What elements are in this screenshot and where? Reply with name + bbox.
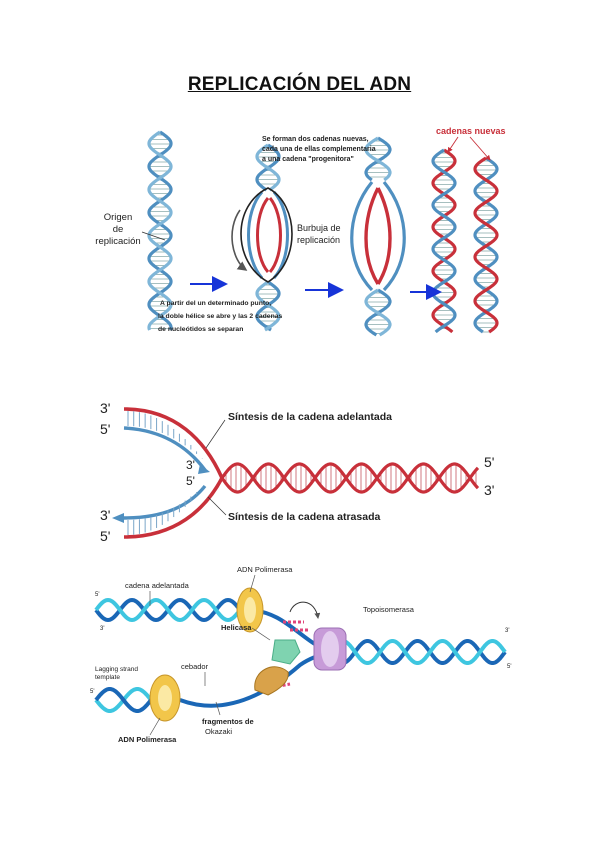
leading-strand-label: cadena adelantada	[125, 581, 190, 590]
bubble-large-new-right	[376, 187, 392, 285]
bubble-small-new-right	[268, 197, 282, 273]
strand-end-5-right: 5'	[507, 664, 511, 670]
bubble-large-parent-left	[350, 180, 374, 292]
strand-end-5-left: 5'	[90, 689, 94, 695]
bottom-note-line3: de nucleótidos se separan	[158, 326, 243, 333]
leading-duplex-strand-a	[94, 597, 251, 623]
fork-end-right-5: 5'	[484, 454, 494, 470]
parent-duplex-strand-b	[328, 639, 507, 665]
bottom-note-line2: la doble hélice se abre y las 2 cadenas	[158, 313, 283, 320]
helix-daughter-right-strand-a	[473, 156, 499, 334]
okazaki-label-line1: fragmentos de	[202, 717, 254, 726]
bubble-label-line1: Burbuja de	[297, 223, 341, 233]
fork-end-top-5: 5'	[100, 421, 110, 437]
fork-end-bottom-3: 3'	[100, 507, 110, 523]
origin-pointer	[141, 231, 166, 241]
helix-large-bottom-strand-b	[364, 288, 392, 337]
dna-helix-daughter-right	[473, 156, 499, 334]
new-chains-note-line2: cada una de ellas complementaria	[262, 146, 376, 153]
lagging-template-line2: template	[95, 674, 120, 681]
okazaki-pointer	[215, 701, 221, 716]
dna-helix-bubble-large	[350, 136, 406, 337]
fork-leading-strand	[123, 426, 207, 472]
rotation-arrow	[289, 601, 321, 619]
parent-duplex-strand-a	[328, 639, 507, 665]
helix-daughter-right-strand-b	[473, 156, 499, 334]
leading-duplex-strand-b	[94, 597, 251, 623]
lagging-synthesis-label: Síntesis de la cadena atrasada	[228, 511, 380, 523]
fork-bottom-parent-strand	[123, 477, 224, 539]
bubble-small-new-left	[256, 197, 270, 273]
adn-polimerasa-bottom-label: ADN Polimerasa	[118, 735, 177, 744]
cebador-label: cebador	[181, 662, 209, 671]
adn-polimerasa-top-label: ADN Polimerasa	[237, 565, 293, 574]
helix-large-top-strand-a	[364, 136, 392, 182]
figure-replication-fork: 3' 5' 3' 5' 3' 5' 5' 3' Síntesis de la c…	[100, 400, 494, 544]
fork-mid-3: 3'	[186, 458, 195, 472]
origin-label-line3: replicación	[95, 236, 140, 247]
adn-polimerasa-bottom-pointer	[149, 717, 161, 736]
helix-small-bottom-strand-a	[255, 280, 281, 332]
lagging-label-pointer	[207, 496, 227, 516]
dna-helix-parent	[147, 130, 173, 331]
leading-arrowhead	[198, 464, 210, 474]
lagging-template-line1: Lagging strand	[95, 666, 138, 673]
bubble-small-parent-left	[247, 190, 264, 280]
leading-synthesis-label: Síntesis de la cadena adelantada	[228, 411, 392, 423]
okazaki-label-line2: Okazaki	[205, 727, 232, 736]
fork-mid-5: 5'	[186, 474, 195, 488]
fork-lagging-strand	[123, 484, 207, 520]
lagging-arrowhead	[112, 513, 124, 523]
replication-bubble-outline	[240, 187, 293, 283]
helix-small-bottom-strand-b	[255, 280, 281, 332]
helicase	[271, 639, 301, 665]
fork-end-bottom-5: 5'	[100, 528, 110, 544]
leading-label-pointer	[205, 419, 226, 449]
origin-label-line2: de	[113, 224, 124, 235]
new-chains-pointer-right	[469, 136, 491, 161]
helix-daughter-left-strand-b	[431, 148, 457, 334]
new-chains-note-line3: a una cadena "progenitora"	[262, 156, 354, 163]
strand-end-3-top: 3'	[100, 626, 104, 632]
topoisomerasa-label: Topoisomerasa	[363, 605, 415, 614]
helicasa-pointer	[251, 627, 271, 641]
new-chains-note-line1: Se forman dos cadenas nuevas,	[262, 136, 369, 143]
figure-replication-enzymes: ADN Polimerasa cadena adelantada Topoiso…	[90, 565, 511, 744]
helix-large-top-strand-b	[364, 136, 392, 182]
replication-enzymes-drawing	[94, 587, 507, 722]
lagging-template-strand	[179, 650, 331, 708]
fork-top-parent-strand	[123, 407, 224, 479]
origin-label-line1: Origen	[104, 212, 133, 223]
helix-parent-strand-b	[147, 130, 173, 331]
strand-end-3-right: 3'	[505, 628, 509, 634]
helix-small-top-strand-b	[255, 143, 281, 192]
dna-helix-daughter-left	[431, 148, 457, 334]
bubble-large-parent-right	[382, 180, 406, 292]
polymerase-bottom-ring	[158, 685, 172, 711]
bubble-large-new-left	[364, 187, 380, 285]
fork-helix-strand-top	[220, 462, 480, 494]
new-chains-label: cadenas nuevas	[436, 126, 506, 136]
dna-helix-bubble-small	[247, 143, 289, 332]
topoisomerase-hole	[321, 631, 339, 667]
adn-polimerasa-top-pointer	[249, 574, 256, 593]
helix-parent-strand-a	[147, 130, 173, 331]
replication-fork-drawing	[112, 407, 480, 539]
strand-end-5-top: 5'	[95, 592, 99, 598]
polymerase-top-ring	[244, 597, 256, 623]
helicasa-label: Helicasa	[221, 623, 252, 632]
page-title: REPLICACIÓN DEL ADN	[187, 74, 412, 95]
fork-end-right-3: 3'	[484, 482, 494, 498]
bubble-direction-arrow	[231, 209, 248, 271]
fork-end-top-3: 3'	[100, 400, 110, 416]
bubble-label-line2: replicación	[297, 235, 340, 245]
bottom-note-line1: A partir del un determinado punto,	[160, 300, 271, 307]
figure-replication-bubble: Origen de replicación Se forman dos cade…	[95, 125, 522, 345]
primase	[254, 666, 289, 696]
fork-helix-strand-bottom	[220, 462, 480, 494]
new-chains-pointer-left	[447, 136, 459, 153]
helix-daughter-left-strand-a	[431, 148, 457, 334]
